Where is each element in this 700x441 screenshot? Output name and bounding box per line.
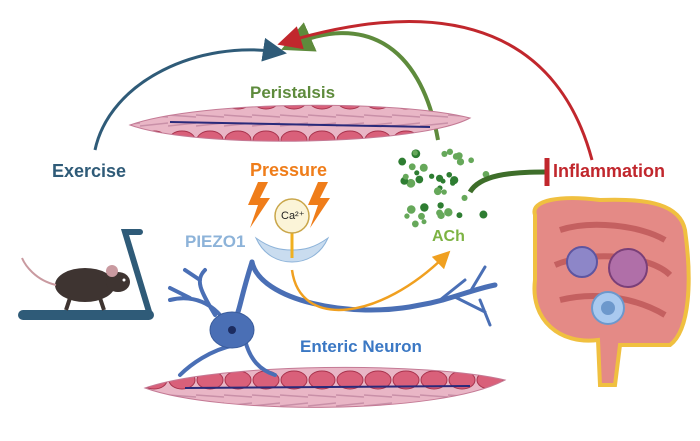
ach-dot [433,187,442,196]
ach-dot [446,171,453,178]
ach-dot [437,211,445,220]
ach-dot [406,205,416,214]
ach-dot [412,150,418,156]
ach-dot [419,163,428,172]
ach-dot [450,180,456,186]
ach-dot [452,153,460,160]
smooth-muscle-top [128,104,472,142]
mouse-on-treadmill [18,229,154,320]
ach-dot [421,219,427,225]
ach-dot [468,157,474,164]
pressure-label: Pressure [250,160,328,180]
ach-dot [420,203,429,212]
lightning-icon [308,182,330,228]
ach-dot [441,189,447,195]
inflammation-label: Inflammation [553,161,666,181]
ach-dot [441,150,448,157]
ach-dot [435,174,444,182]
ach-dot [408,163,416,171]
ach-dot [461,194,468,201]
ach-dot [446,148,454,155]
inflammation-arrow [277,20,594,161]
exercise-arrow [93,37,287,151]
ach-dot [398,157,407,166]
ach-dot [411,220,419,228]
inhibition-arrow [467,169,546,194]
ach-dot [428,173,435,179]
ach-dot [402,173,409,180]
ach-dot [406,178,416,188]
ach-dot [456,158,465,166]
calcium-label: Ca²⁺ [281,210,305,222]
ach-dot [444,208,453,217]
ach-dot [479,210,488,219]
ach-dot [456,212,463,219]
signal-arrow [290,250,451,312]
peristalsis-label: Peristalsis [250,83,336,102]
exercise-label: Exercise [52,161,127,181]
lightning-icon [248,182,270,228]
ach-vesicles [398,148,490,228]
ach-dot [414,170,420,176]
ach-label: ACh [432,228,465,245]
ach-dot [404,213,410,219]
smooth-muscle-bottom [143,366,507,408]
piezo1-channel [254,198,330,263]
enteric-neuron-label: Enteric Neuron [300,337,422,356]
piezo1-label: PIEZO1 [185,232,246,251]
inflamed-intestine [532,196,691,387]
enteric-neuron-graphic [168,259,498,377]
ach-dot [415,175,424,184]
ach-dot [437,202,444,209]
ach-dot [418,212,425,220]
ach-peristalsis-arrow [281,22,440,141]
